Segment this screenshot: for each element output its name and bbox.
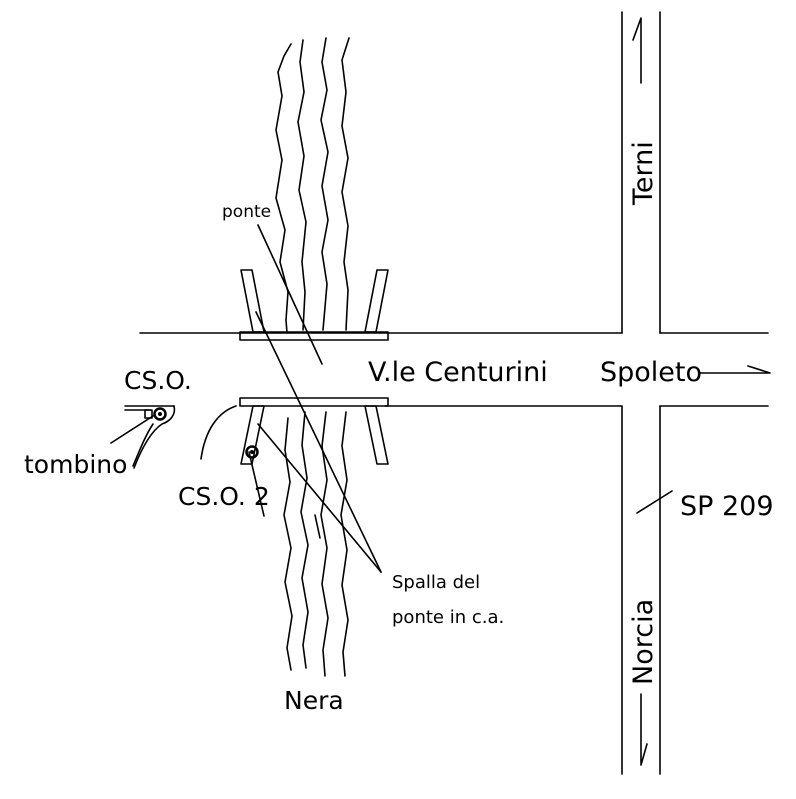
label-norcia: Norcia — [628, 599, 659, 685]
cso2-marker-center — [250, 450, 254, 454]
cso1-outfall — [132, 405, 176, 469]
arrow-spoleto-icon — [699, 365, 771, 374]
leader-tombino — [110, 415, 154, 444]
abutment-ne — [364, 269, 389, 333]
label-road-vle-centurini: V.le Centurini — [368, 357, 548, 388]
label-ponte: ponte — [222, 202, 271, 222]
river-nera-south — [283, 411, 349, 677]
bridge-deck-north — [239, 331, 389, 341]
leader-sp209 — [636, 490, 673, 514]
abutment-se — [364, 405, 389, 465]
arrow-norcia-icon — [640, 693, 648, 766]
label-cso2: CS.O. 2 — [178, 482, 270, 511]
river-bank-line — [300, 411, 309, 669]
cso2-marker-icon — [245, 445, 259, 459]
cso1-pipe-inner — [132, 423, 154, 467]
abutment-nw — [240, 269, 265, 333]
cso2-outfall — [200, 405, 259, 460]
river-bank-line — [320, 411, 329, 677]
direction-arrows — [632, 17, 771, 766]
text-labels: ponte V.le Centurini CS.O. tombino CS.O.… — [24, 141, 774, 715]
bridge-deck — [239, 331, 389, 407]
river-bank-line — [297, 39, 307, 331]
label-cso1: CS.O. — [124, 366, 192, 395]
river-channel-mark — [314, 514, 321, 539]
label-terni: Terni — [628, 141, 659, 206]
road-sp209 — [621, 11, 661, 775]
cso1-marker-center — [158, 412, 162, 416]
label-sp209: SP 209 — [680, 491, 774, 522]
cso1-marker-icon — [153, 407, 167, 421]
label-spoleto: Spoleto — [600, 357, 702, 388]
river-bank-line — [320, 37, 329, 331]
tombino-square-icon — [144, 409, 153, 419]
river-bank-line — [275, 43, 292, 334]
leader-ponte — [257, 224, 323, 365]
leader-lines — [110, 224, 673, 573]
river-nera-north — [275, 37, 350, 334]
leader-cso2 — [248, 451, 265, 517]
label-river-nera: Nera — [284, 686, 344, 715]
river-bank-line — [340, 411, 349, 677]
label-spalla-line2: ponte in c.a. — [392, 607, 504, 628]
river-bank-line — [341, 37, 350, 331]
bridge-deck-south — [239, 397, 389, 407]
arrow-terni-icon — [632, 17, 642, 84]
leader-spalla-north — [255, 311, 382, 573]
leader-spalla-south — [257, 423, 382, 573]
road-vle-centurini — [124, 332, 769, 411]
label-spalla-line1: Spalla del — [392, 572, 480, 593]
river-bank-line — [283, 417, 293, 671]
abutment-sw — [240, 405, 265, 465]
label-tombino: tombino — [24, 450, 127, 479]
cso1-pipe — [133, 405, 176, 469]
cso2-pipe — [200, 405, 237, 460]
